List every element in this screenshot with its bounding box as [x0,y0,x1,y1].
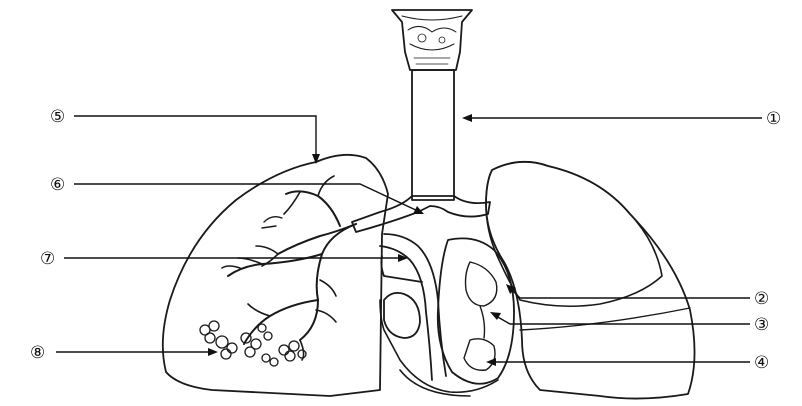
left-lung [163,155,388,396]
label-6: ⑥ [50,175,65,195]
label-7: ⑦ [40,249,55,269]
leader-line-2 [510,288,750,298]
leader-line-5 [74,116,316,158]
larynx [392,10,472,70]
label-4: ④ [754,353,769,373]
right-lung [486,162,695,399]
arrowhead-1 [462,114,472,122]
label-8: ⑧ [30,343,45,363]
label-3: ③ [754,315,769,335]
label-5: ⑤ [50,107,65,127]
trachea [412,70,454,200]
leader-line-6 [74,184,420,212]
arrowhead-3 [490,312,501,320]
label-2: ② [754,289,769,309]
arrowhead-8 [208,348,218,356]
bronchial-tree [200,176,356,366]
label-1: ① [766,109,781,129]
number-labels: ① ② ③ ④ ⑤ ⑥ ⑦ ⑧ [30,107,781,373]
